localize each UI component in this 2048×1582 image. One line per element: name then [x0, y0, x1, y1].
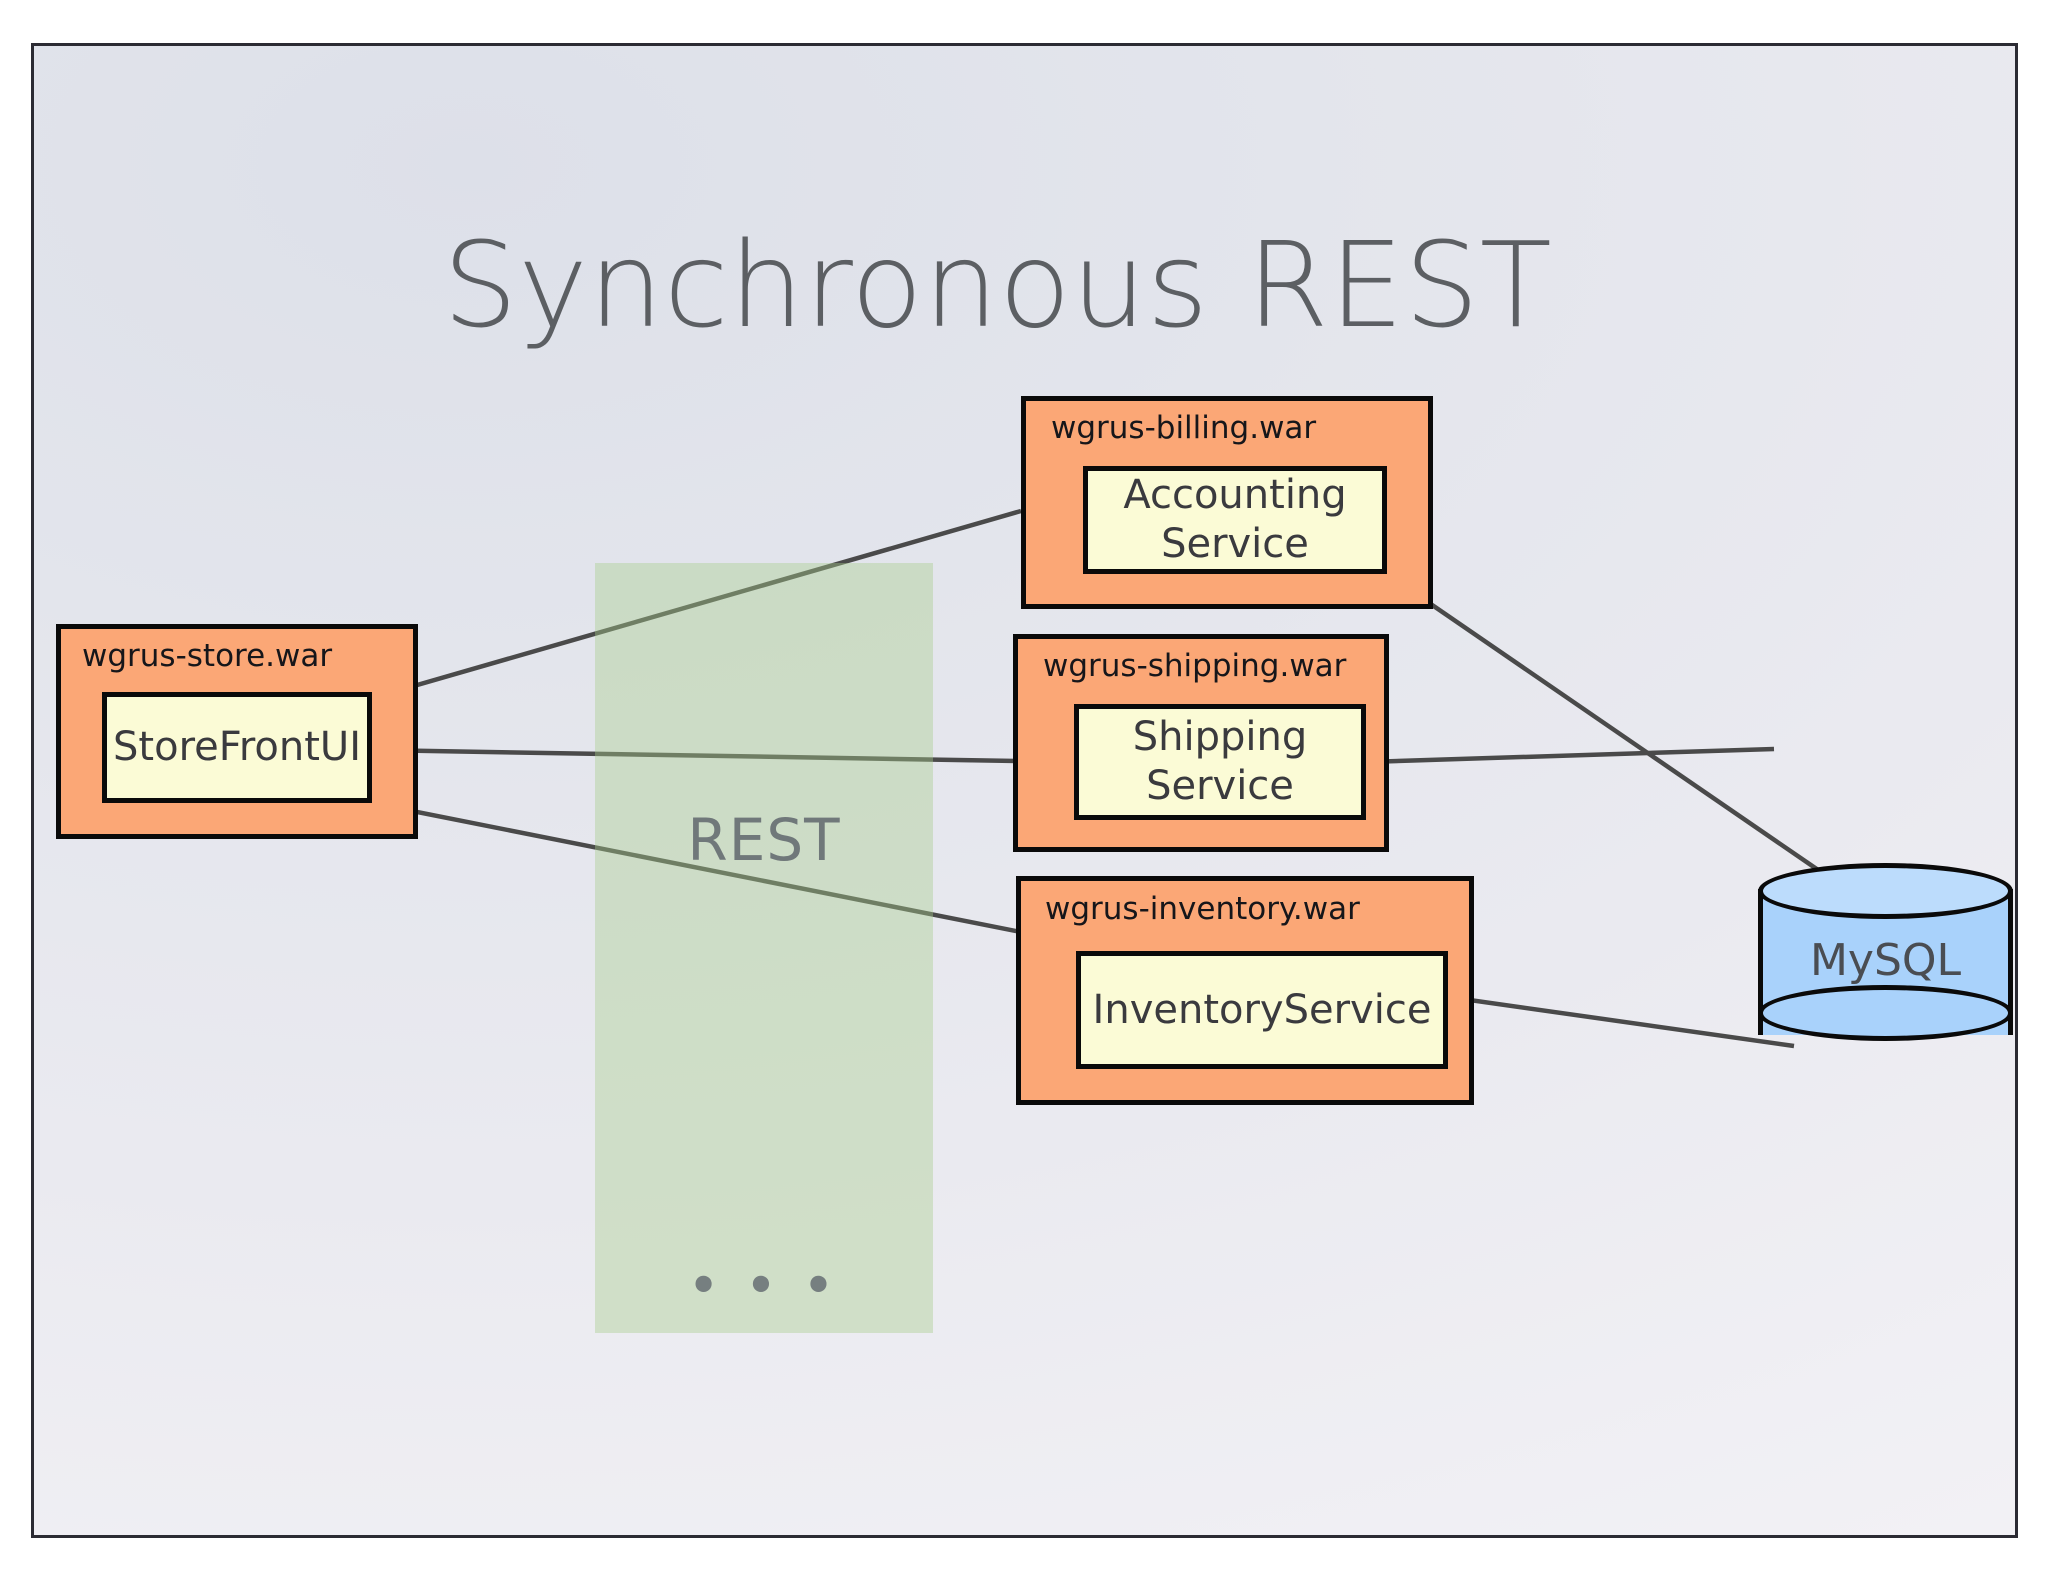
- label-wgrus-billing: wgrus-billing.war: [1051, 410, 1317, 446]
- page-title: Synchronous REST: [442, 216, 1553, 354]
- database-cylinder-top: [1758, 863, 2013, 919]
- database-cylinder-bottom: [1758, 985, 2013, 1041]
- service-accounting-line1: Accounting: [1123, 472, 1347, 519]
- service-accounting-line2: Service: [1161, 521, 1309, 567]
- edge-accounting-mysql: [1385, 572, 1826, 876]
- slide-canvas: Synchronous REST REST • • • wgrus-store.…: [31, 43, 2018, 1538]
- label-wgrus-inventory: wgrus-inventory.war: [1045, 891, 1360, 927]
- rest-band-label: REST: [687, 806, 841, 874]
- service-shipping-line2: Service: [1146, 763, 1294, 809]
- edge-shipping-mysql: [1365, 746, 1775, 765]
- service-accounting[interactable]: Accounting Service: [1083, 466, 1387, 574]
- label-wgrus-store: wgrus-store.war: [82, 638, 333, 674]
- edge-storefront-shipping: [371, 747, 1075, 765]
- rest-band-ellipsis: • • •: [688, 1258, 840, 1312]
- database-mysql[interactable]: MySQL: [1758, 863, 2013, 1063]
- database-label: MySQL: [1809, 935, 1962, 986]
- service-storefrontui[interactable]: StoreFrontUI: [102, 692, 372, 803]
- label-wgrus-shipping: wgrus-shipping.war: [1043, 648, 1347, 684]
- edge-storefront-inventory: [371, 800, 1077, 946]
- rest-protocol-band: [595, 563, 933, 1333]
- edge-storefront-accounting: [371, 508, 1022, 701]
- service-shipping[interactable]: Shipping Service: [1074, 704, 1366, 820]
- service-shipping-line1: Shipping: [1132, 714, 1308, 761]
- service-inventory[interactable]: InventoryService: [1076, 951, 1448, 1069]
